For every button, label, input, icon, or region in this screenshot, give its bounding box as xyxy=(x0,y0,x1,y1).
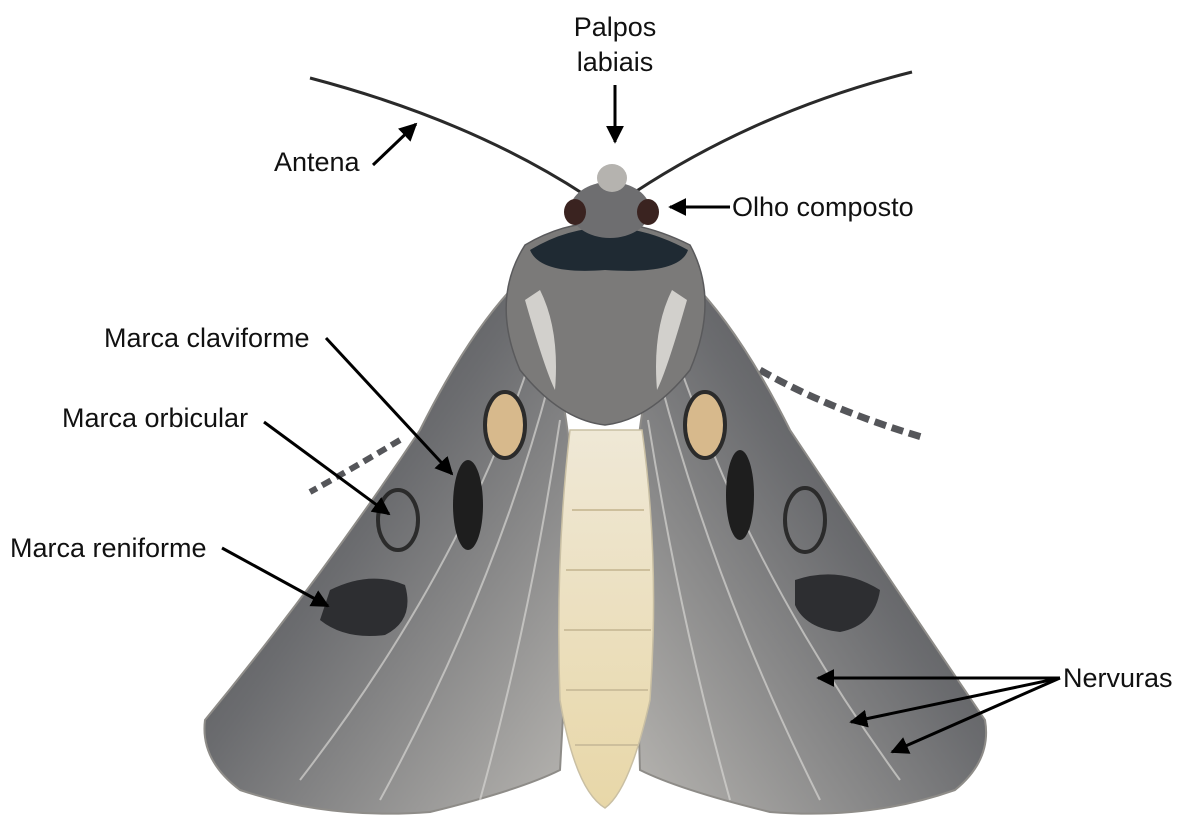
arrow-orbicular xyxy=(264,422,389,514)
label-palpos-labiais: Palpos labiais xyxy=(574,10,657,80)
label-palpos-line2: labiais xyxy=(574,45,657,80)
label-palpos-line1: Palpos xyxy=(574,10,657,45)
compound-eye-right xyxy=(637,199,659,225)
claviform-spot-right xyxy=(726,450,754,540)
label-antena: Antena xyxy=(274,149,360,176)
arrow-antena xyxy=(373,124,416,165)
label-marca-orbicular: Marca orbicular xyxy=(62,405,248,432)
antenna-left xyxy=(310,78,585,195)
orbicular-spot-left xyxy=(485,392,525,458)
compound-eye-left xyxy=(564,199,586,225)
label-marca-claviforme: Marca claviforme xyxy=(104,325,310,352)
claviform-spot-left xyxy=(453,460,483,550)
label-olho-composto: Olho composto xyxy=(732,194,914,221)
labial-palps xyxy=(597,164,627,192)
orbicular-spot-right xyxy=(685,392,725,458)
label-nervuras: Nervuras xyxy=(1063,665,1173,692)
antenna-right xyxy=(635,72,912,192)
arrow-reniforme xyxy=(222,548,328,606)
label-marca-reniforme: Marca reniforme xyxy=(10,535,207,562)
